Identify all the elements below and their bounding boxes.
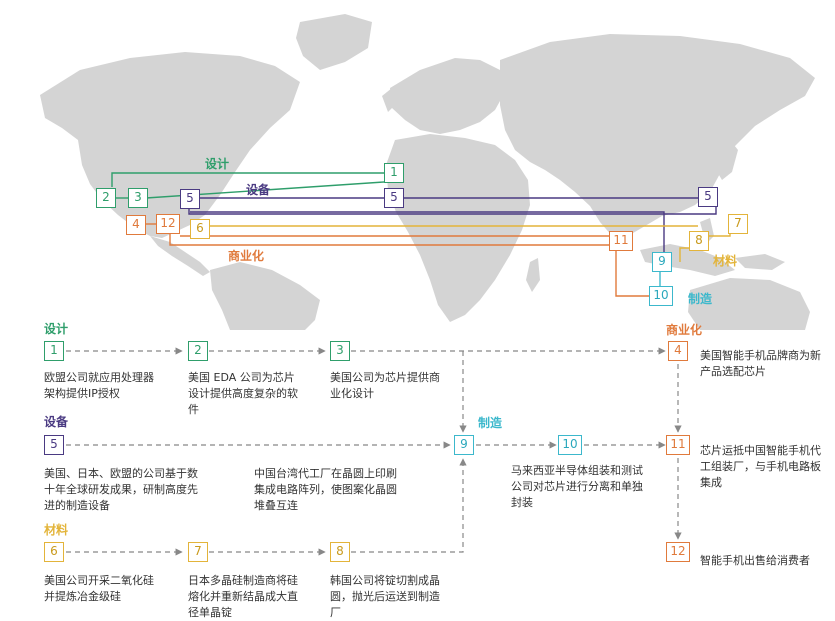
map-node-5-jp: 5 xyxy=(698,187,718,207)
land-greenland xyxy=(296,14,372,70)
map-label-commercial: 商业化 xyxy=(228,249,265,263)
flow-label-commercial: 商业化 xyxy=(666,323,703,337)
desc-7: 日本多晶硅制造商将硅熔化并重新结晶成大直径单晶锭 xyxy=(188,574,298,619)
map-node-5-us: 5 xyxy=(180,189,200,209)
land-south-america xyxy=(210,262,320,330)
world-map xyxy=(40,14,815,330)
flow-node-9: 9 xyxy=(454,435,474,455)
flow-node-8: 8 xyxy=(330,542,350,562)
desc-12: 智能手机出售给消费者 xyxy=(700,554,810,567)
land-asia xyxy=(500,34,815,236)
land-new-guinea xyxy=(735,254,785,270)
flow-node-1: 1 xyxy=(44,341,64,361)
flow-node-4: 4 xyxy=(668,341,688,361)
map-node-11: 11 xyxy=(609,231,633,251)
land-madagascar xyxy=(526,258,540,292)
flow-node-3: 3 xyxy=(330,341,350,361)
flow-label-equipment: 设备 xyxy=(44,415,69,429)
map-node-5-eu: 5 xyxy=(384,188,404,208)
desc-9: 中国台湾代工厂在晶圆上印刷集成电路阵列，使图案化晶圆堆叠互连 xyxy=(254,467,397,512)
desc-11: 芯片运抵中国智能手机代工组装厂，与手机电路板集成 xyxy=(700,444,821,489)
desc-5: 美国、日本、欧盟的公司基于数十年全球研发成果，研制高度先进的制造设备 xyxy=(44,467,198,512)
flow-node-7: 7 xyxy=(188,542,208,562)
land-australia xyxy=(688,278,810,330)
map-node-12: 12 xyxy=(156,214,180,234)
map-node-3: 3 xyxy=(128,188,148,208)
map-node-6: 6 xyxy=(190,219,210,239)
map-label-equipment: 设备 xyxy=(246,183,271,197)
land-japan xyxy=(716,140,738,180)
flow-label-manufacturing: 制造 xyxy=(478,416,503,430)
map-node-7: 7 xyxy=(728,214,748,234)
flow-label-materials: 材料 xyxy=(44,523,69,537)
desc-6: 美国公司开采二氧化硅并提炼冶金级硅 xyxy=(44,574,154,603)
flow-node-2: 2 xyxy=(188,341,208,361)
land-europe xyxy=(390,58,505,134)
flow-node-10: 10 xyxy=(558,435,582,455)
map-node-8: 8 xyxy=(689,231,709,251)
map-node-1: 1 xyxy=(384,163,404,183)
map-node-2: 2 xyxy=(96,188,116,208)
flow-label-design: 设计 xyxy=(44,322,69,336)
flow-node-12: 12 xyxy=(666,542,690,562)
desc-1: 欧盟公司就应用处理器架构提供IP授权 xyxy=(44,371,154,400)
desc-8: 韩国公司将锭切割成晶圆，抛光后运送到制造厂 xyxy=(330,574,440,619)
flow-node-11: 11 xyxy=(666,435,690,455)
map-node-10: 10 xyxy=(649,286,673,306)
map-label-manufacturing: 制造 xyxy=(688,292,713,306)
land-africa xyxy=(386,134,530,322)
desc-3: 美国公司为芯片提供商业化设计 xyxy=(330,371,440,400)
desc-4: 美国智能手机品牌商为新产品选配芯片 xyxy=(700,349,821,378)
desc-10: 马来西亚半导体组装和测试公司对芯片进行分离和单独封装 xyxy=(511,464,643,509)
desc-2: 美国 EDA 公司为芯片设计提供高度复杂的软件 xyxy=(188,371,298,416)
land-central-america xyxy=(150,236,210,276)
land-north-america xyxy=(40,52,300,238)
flow-node-5: 5 xyxy=(44,435,64,455)
map-label-materials: 材料 xyxy=(713,254,738,268)
map-label-design: 设计 xyxy=(205,157,230,171)
land-uk xyxy=(382,88,396,112)
flow-node-6: 6 xyxy=(44,542,64,562)
map-node-4: 4 xyxy=(126,215,146,235)
map-node-9: 9 xyxy=(652,252,672,272)
